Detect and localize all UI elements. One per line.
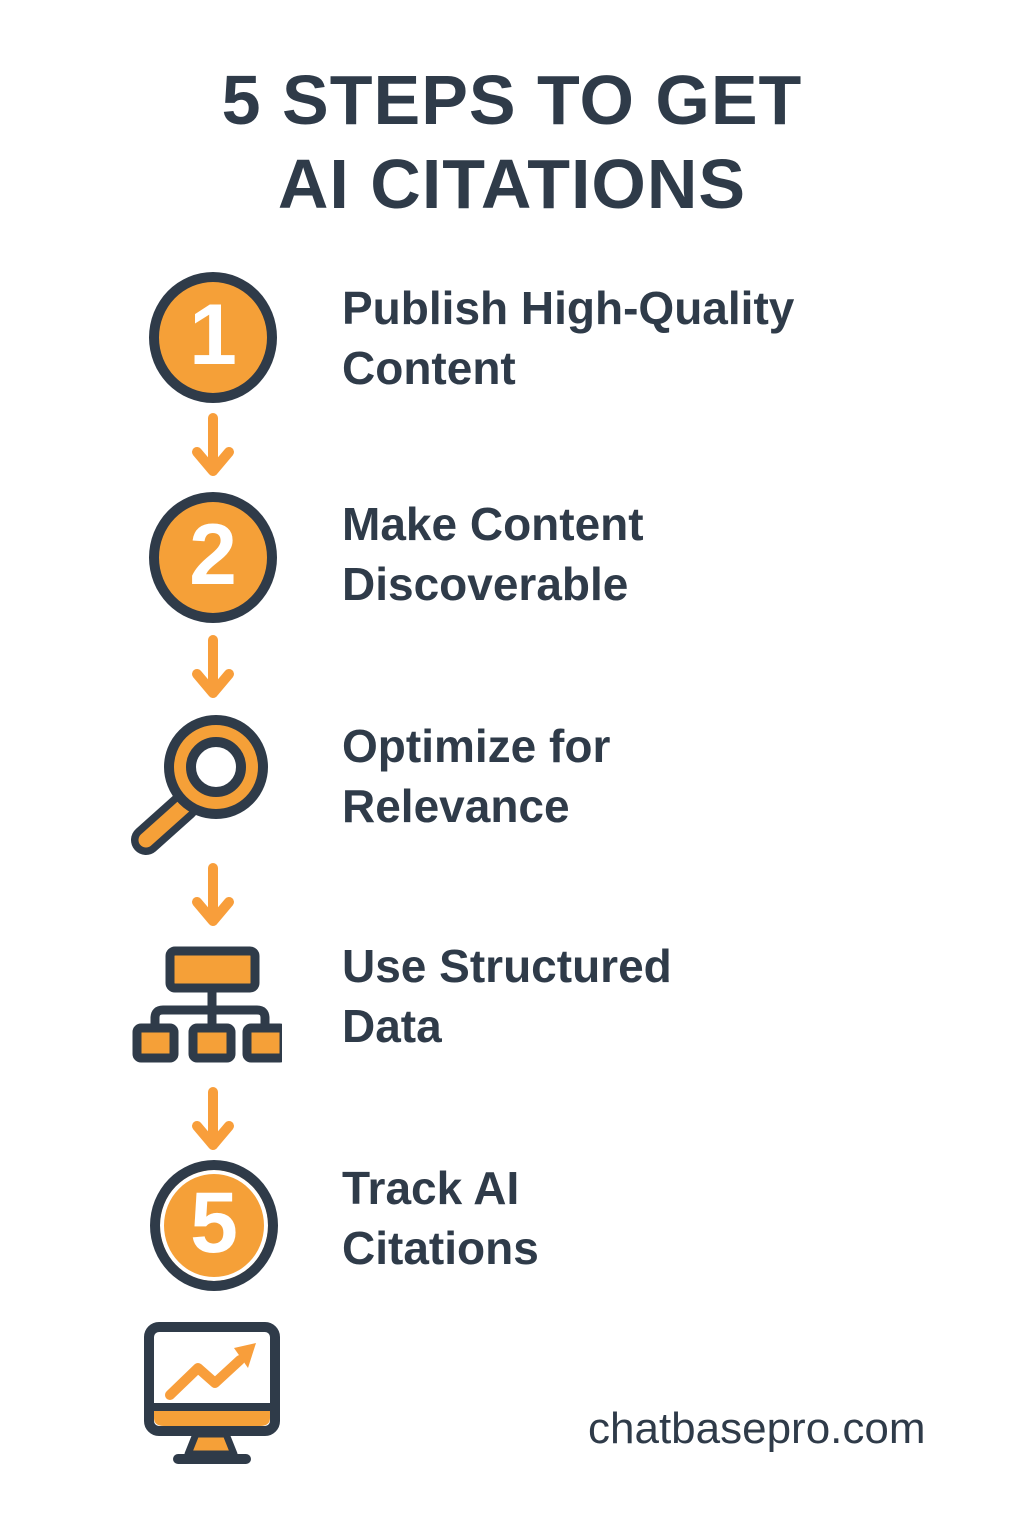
page-title: 5 STEPS TO GET AI CITATIONS <box>0 58 1024 226</box>
monitor-trend-chart-icon <box>142 1320 282 1465</box>
page-title-line2: AI CITATIONS <box>277 145 747 223</box>
down-arrow-icon <box>190 412 236 480</box>
down-arrow-icon <box>190 862 236 930</box>
step5-title: Track AI Citations <box>342 1162 539 1274</box>
step5-number: 5 <box>190 1174 238 1271</box>
step3-title: Optimize for Relevance <box>342 720 611 832</box>
magnifier-icon <box>126 706 276 856</box>
sitemap-icon <box>130 946 289 1068</box>
step1-title: Publish High-Quality Content <box>342 282 795 394</box>
step2-title: Make Content Discoverable <box>342 498 644 610</box>
page-title-line1: 5 STEPS TO GET <box>221 61 803 139</box>
down-arrow-icon <box>190 1086 236 1154</box>
step2-number: 2 <box>189 506 237 603</box>
step2-number-badge: 2 <box>149 492 277 623</box>
step5-number-badge: 5 <box>150 1160 278 1291</box>
website-url: chatbasepro.com <box>588 1404 926 1453</box>
step1-number-badge: 1 <box>149 272 277 403</box>
down-arrow-icon <box>190 634 236 702</box>
step4-title: Use Structured Data <box>342 940 672 1052</box>
step1-number: 1 <box>189 286 237 383</box>
